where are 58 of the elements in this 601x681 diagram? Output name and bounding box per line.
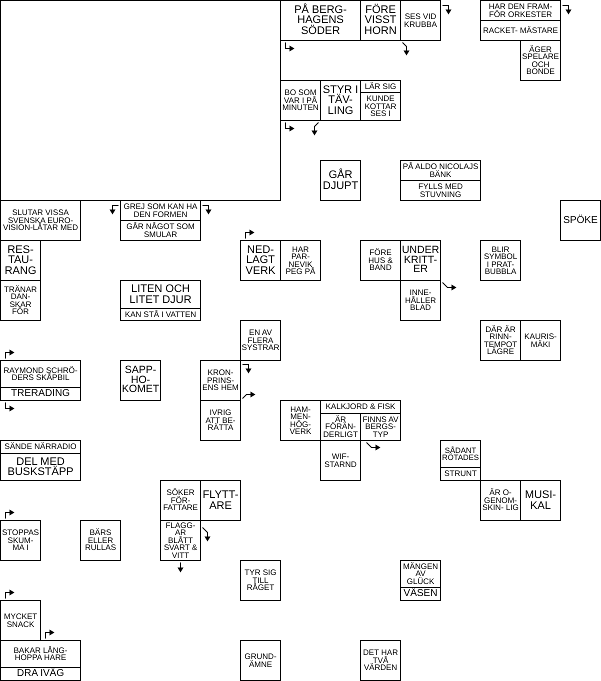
clue-cell: TRÄNAR DAN- SKAR FÖR bbox=[0, 280, 41, 321]
clue-cell: PÅ BERG- HAGENS SÖDER bbox=[280, 0, 361, 41]
clue-cell: STYR I TÄV- LING bbox=[320, 80, 361, 121]
clue-cell: SÖKER FÖR- FATTARE bbox=[160, 480, 201, 521]
blank-panel bbox=[0, 0, 281, 201]
clue-cell: GREJ SOM KAN HA DEN FORMEN bbox=[120, 200, 201, 221]
clue-cell: HAR DEN FRAM- FÖR ORKESTER bbox=[480, 0, 561, 21]
clue-cell: DET HAR TVÅ VÄRDEN bbox=[360, 640, 401, 681]
clue-cell: UNDER KRITT- ER bbox=[400, 240, 441, 281]
clue-cell: BÄRS ELLER RULLAS bbox=[80, 520, 121, 561]
clue-cell: MUSI- KAL bbox=[520, 480, 561, 521]
clue-cell: BAKAR LÅNG- HOPPA HARE bbox=[0, 640, 81, 668]
clue-cell: DÄR ÄR RINN- TEMPOT LÄGRE bbox=[480, 320, 521, 361]
clue-cell: KUNDE KOTTAR SES I bbox=[360, 92, 401, 121]
clue-cell: GÅR DJUPT bbox=[320, 160, 361, 201]
clue-cell: RES- TAU- RANG bbox=[0, 240, 41, 281]
clue-cell: GRUND- ÄMNE bbox=[240, 640, 281, 681]
clue-cell: TRERADING bbox=[0, 387, 81, 401]
clue-cell: FÖRE VISST HORN bbox=[360, 0, 401, 41]
clue-cell: STOPPAS SKUM- MA I bbox=[0, 520, 41, 561]
clue-cell: SAPP- HO- KOMET bbox=[120, 360, 161, 401]
clue-cell: FINNS AV BERGS- TYP bbox=[360, 413, 401, 441]
clue-cell: STRUNT bbox=[440, 467, 481, 481]
clue-cell: MÄNGEN AV GLÜCK bbox=[400, 560, 441, 588]
clue-cell: RAYMOND SCHRÖ- DERS SKÅPBIL bbox=[0, 360, 81, 388]
clue-cell: BO SOM VAR I PÅ MINUTEN bbox=[280, 80, 321, 121]
clue-cell: KALKJORD & FISK bbox=[320, 400, 401, 414]
clue-cell: MYCKET SNACK bbox=[0, 600, 41, 641]
clue-cell: PÅ ALDO NICOLAJS BÄNK bbox=[400, 160, 481, 181]
clue-cell: FYLLS MED STUVNING bbox=[400, 180, 481, 201]
clue-cell: HAM- MEN- HÖG- VERK bbox=[280, 400, 321, 441]
clue-cell: BLIR SYMBOL I PRAT- BUBBLA bbox=[480, 240, 521, 281]
clue-cell: IVRIG ATT BE- RÄTTA bbox=[200, 400, 241, 441]
clue-cell: WIF- STARND bbox=[320, 440, 361, 481]
clue-cell: FÖRE HUS & BAND bbox=[360, 240, 401, 281]
clue-cell: HAR PAR- NEVIK PEG PÅ bbox=[280, 240, 321, 281]
clue-cell: SÄNDE NÄRRADIO bbox=[0, 440, 81, 454]
clue-cell: ÄGER SPELARE OCH BONDE bbox=[520, 40, 561, 81]
clue-cell: SLUTAR VISSA SVENSKA EURO- VISION-LÅTAR MED bbox=[0, 200, 81, 241]
clue-cell: KRON- PRINS- ENS HEM bbox=[200, 360, 241, 401]
clue-cell: SES VID KRUBBA bbox=[400, 0, 441, 41]
clue-cell: NED- LAGT VERK bbox=[240, 240, 281, 281]
clue-cell: GÅR NÅGOT SOM SMULAR bbox=[120, 220, 201, 241]
clue-cell: DEL MED BUSKSTÄPP bbox=[0, 453, 81, 481]
clue-cell: LITEN OCH LITET DJUR bbox=[120, 280, 201, 309]
clue-cell: ÄR O- GENOM- SKIN- LIG bbox=[480, 480, 521, 521]
clue-cell: LÄR SIG bbox=[360, 80, 401, 93]
clue-cell: VÄSEN bbox=[400, 587, 441, 601]
clue-cell: RACKET- MÄSTARE bbox=[480, 20, 561, 41]
clue-cell: KAURIS- MÄKI bbox=[520, 320, 561, 361]
clue-cell: SPÖKE bbox=[560, 200, 601, 241]
clue-cell: KAN STÅ I VATTEN bbox=[120, 308, 201, 321]
clue-cell: TYR SIG TILL RÅGET bbox=[240, 560, 281, 601]
clue-cell: DRA IVÄG bbox=[0, 667, 81, 681]
clue-cell: EN AV FLERA SYSTRAR bbox=[240, 320, 281, 361]
clue-cell: INNE- HÅLLER BLAD bbox=[400, 280, 441, 321]
clue-cell: FLAGG- AR BLÅTT SVART & VITT bbox=[160, 520, 201, 561]
clue-cell: FLYTT- ARE bbox=[200, 480, 241, 521]
